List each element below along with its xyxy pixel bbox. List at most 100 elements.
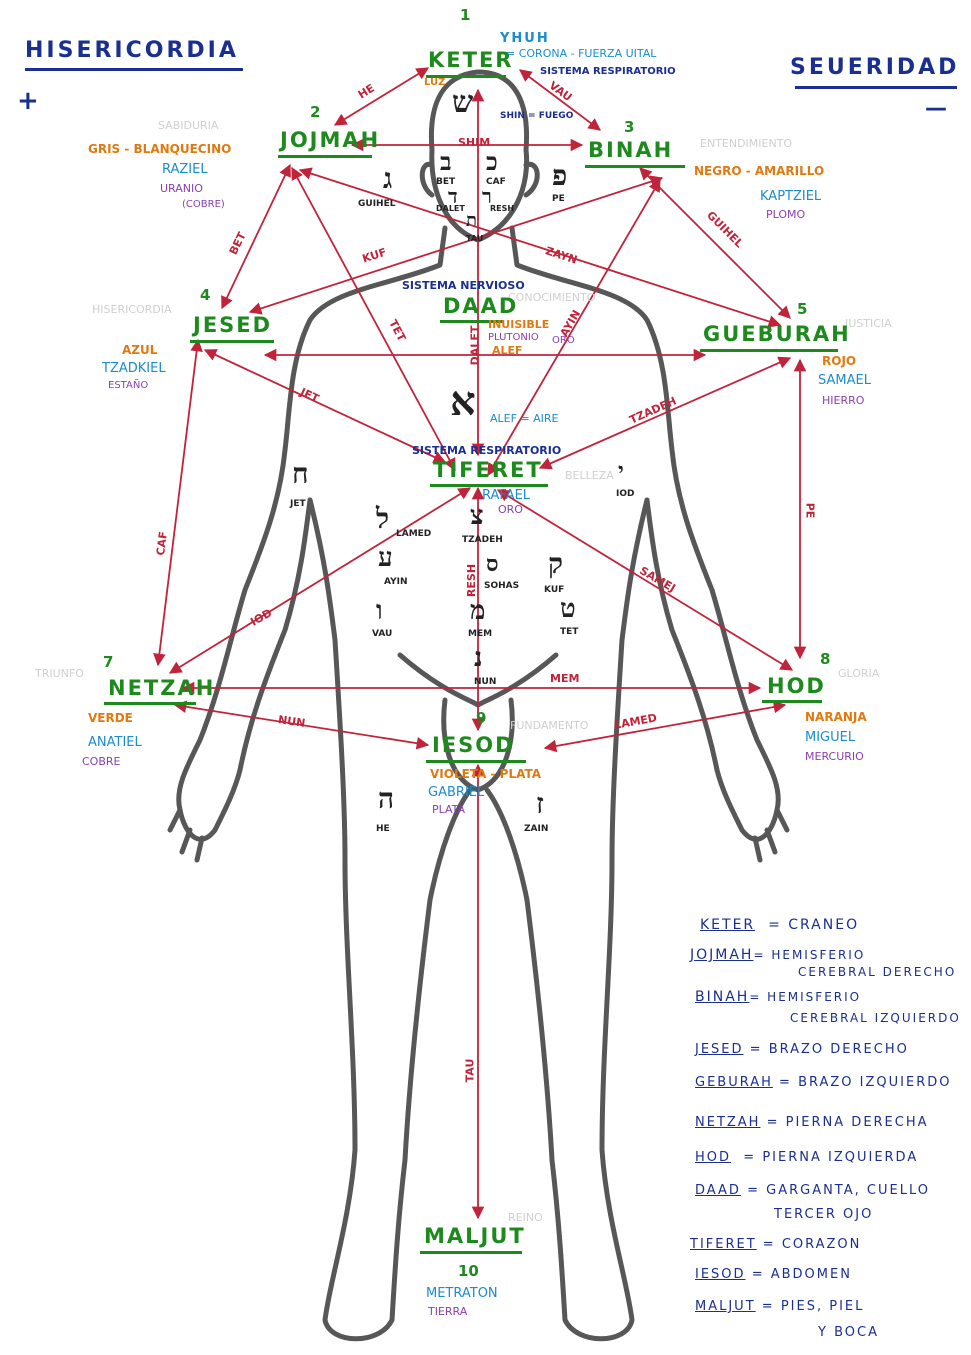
hebrew-nun: נ bbox=[474, 645, 482, 671]
hebrew-guimel: ג bbox=[383, 165, 392, 193]
hod-underline bbox=[762, 700, 822, 703]
guihel-label: GUIHEL bbox=[358, 200, 395, 209]
keter-desc1: = CORONA - FUERZA UITAL bbox=[506, 48, 656, 59]
binah-metal: PLOMO bbox=[766, 209, 805, 220]
legend-item: DAAD = GARGANTA, CUELLO bbox=[695, 1184, 930, 1197]
jojmah-name: JOJMAH bbox=[280, 130, 380, 151]
title-left: HISERICORDIA bbox=[25, 40, 239, 62]
legend-item: MALJUT = PIES, PIEL bbox=[695, 1300, 864, 1313]
hebrew-he: ה bbox=[378, 785, 394, 813]
legend-item: GEBURAH = BRAZO IZQUIERDO bbox=[695, 1076, 951, 1089]
sohas-label: SOHAS bbox=[484, 582, 519, 591]
title-right-symbol: — bbox=[925, 98, 947, 120]
hebrew-caf: כ bbox=[486, 150, 498, 174]
legend-item: JOJMAH= HEMISFERIO bbox=[690, 948, 865, 962]
maljut-element: TIERRA bbox=[428, 1306, 467, 1317]
daad-top: SISTEMA NERVIOSO bbox=[402, 280, 525, 291]
jesed-underline bbox=[190, 340, 274, 343]
path-label-mem: MEM bbox=[550, 673, 579, 684]
tiferet-top: SISTEMA RESPIRATORIO bbox=[412, 445, 561, 456]
jesed-metal: ESTAÑO bbox=[108, 381, 148, 391]
hebrew-pe: פ bbox=[552, 162, 567, 190]
hebrew-tav-head: ת bbox=[466, 212, 477, 230]
jesed-name: JESED bbox=[193, 315, 272, 336]
jojmah-metal: (COBRE) bbox=[182, 200, 225, 210]
legend-item-cont: Y BOCA bbox=[818, 1326, 879, 1339]
jesed-color: AZUL bbox=[122, 344, 157, 356]
jet-label: JET bbox=[290, 500, 306, 509]
resh-label: RESH bbox=[490, 205, 514, 213]
path-label-caf: CAF bbox=[155, 531, 169, 556]
path-label-resh: RESH bbox=[466, 564, 477, 597]
binah-angel: KAPTZIEL bbox=[760, 190, 821, 203]
hebrew-lamed: ל bbox=[376, 505, 389, 533]
iesod-ghost: FUNDAMENTO bbox=[510, 720, 588, 731]
hod-ghost: GLORIA bbox=[838, 668, 879, 679]
hebrew-samej: ס bbox=[486, 553, 499, 575]
gueburah-ghost: JUSTICIA bbox=[845, 318, 892, 329]
tiferet-ghost: BELLEZA bbox=[565, 470, 614, 481]
daad-desc1: INUISIBLE bbox=[488, 319, 549, 330]
hebrew-iod: י bbox=[618, 460, 624, 482]
legend-item: BINAH= HEMISFERIO bbox=[695, 990, 861, 1004]
hebrew-shin: ש bbox=[452, 88, 473, 118]
hod-name: HOD bbox=[767, 676, 826, 697]
jojmah-ghost: SABIDURIA bbox=[158, 120, 218, 131]
tiferet-angel: RAFAEL bbox=[482, 489, 530, 502]
gueburah-name: GUEBURAH bbox=[703, 324, 851, 345]
maljut-underline bbox=[420, 1251, 522, 1254]
gueburah-angel: SAMAEL bbox=[818, 374, 871, 387]
gueburah-number: 5 bbox=[797, 302, 807, 317]
keter-luz: LUZ bbox=[424, 78, 445, 88]
path-label-dalet: DALET bbox=[469, 326, 480, 366]
netzah-ghost: TRIUNFO bbox=[35, 668, 84, 679]
jojmah-number: 2 bbox=[310, 105, 320, 120]
title-right-underline bbox=[795, 86, 957, 89]
hebrew-tzadi: צ bbox=[470, 503, 484, 529]
dalet-label: DALET bbox=[436, 205, 465, 213]
jesed-number: 4 bbox=[200, 288, 210, 303]
tiferet-metal: ORO bbox=[498, 504, 523, 515]
jojmah-color: GRIS - BLANQUECINO bbox=[88, 143, 231, 155]
legend-item-cont: CEREBRAL IZQUIERDO bbox=[790, 1012, 961, 1024]
netzah-angel: ANATIEL bbox=[88, 736, 142, 749]
maljut-angel: METRATON bbox=[426, 1287, 498, 1300]
daad-name: DAAD bbox=[443, 296, 518, 317]
title-left-underline bbox=[25, 68, 243, 71]
legend-item-cont: CEREBRAL DERECHO bbox=[798, 966, 956, 978]
hod-color: NARANJA bbox=[805, 711, 867, 723]
legend-item: NETZAH = PIERNA DERECHA bbox=[695, 1116, 929, 1129]
hebrew-vav: ו bbox=[376, 598, 383, 624]
zain-label: ZAIN bbox=[524, 825, 548, 834]
legend-item: TIFERET = CORAZON bbox=[690, 1238, 861, 1251]
vau-label: VAU bbox=[372, 630, 392, 639]
legend-item: HOD = PIERNA IZQUIERDA bbox=[695, 1151, 918, 1164]
hebrew-dalet: ד bbox=[448, 186, 458, 206]
legend-item: KETER = CRANEO bbox=[700, 918, 859, 932]
maljut-name: MALJUT bbox=[424, 1226, 526, 1247]
legend-item-cont: TERCER OJO bbox=[774, 1208, 873, 1221]
hebrew-resh: ר bbox=[482, 186, 492, 206]
ayin-label: AYIN bbox=[384, 578, 408, 587]
netzah-color: VERDE bbox=[88, 712, 133, 724]
lamed-label: LAMED bbox=[396, 530, 431, 539]
title-right: SEUERIDAD bbox=[790, 57, 959, 79]
keter-yhvh: YHUH bbox=[500, 32, 550, 45]
netzah-number: 7 bbox=[103, 655, 113, 670]
daad-ghost: CONOCIMIENTO bbox=[508, 292, 595, 303]
netzah-name: NETZAH bbox=[108, 678, 215, 699]
alef-aire-label: ALEF = AIRE bbox=[490, 413, 559, 424]
iesod-color: VIOLETA - PLATA bbox=[430, 768, 541, 780]
binah-number: 3 bbox=[624, 120, 634, 135]
keter-number: 1 bbox=[460, 8, 470, 23]
nun-label: NUN bbox=[474, 678, 496, 687]
maljut-number: 10 bbox=[458, 1264, 479, 1279]
gueburah-color: ROJO bbox=[822, 355, 856, 367]
hod-angel: MIGUEL bbox=[805, 731, 855, 744]
hebrew-tet: ט bbox=[560, 596, 576, 622]
iesod-name: IESOD bbox=[432, 735, 515, 756]
iod-label: IOD bbox=[616, 490, 634, 499]
iesod-angel: GABRIEL bbox=[428, 786, 484, 799]
mem-label: MEM bbox=[468, 630, 492, 639]
daad-extra: ORO bbox=[552, 336, 575, 346]
